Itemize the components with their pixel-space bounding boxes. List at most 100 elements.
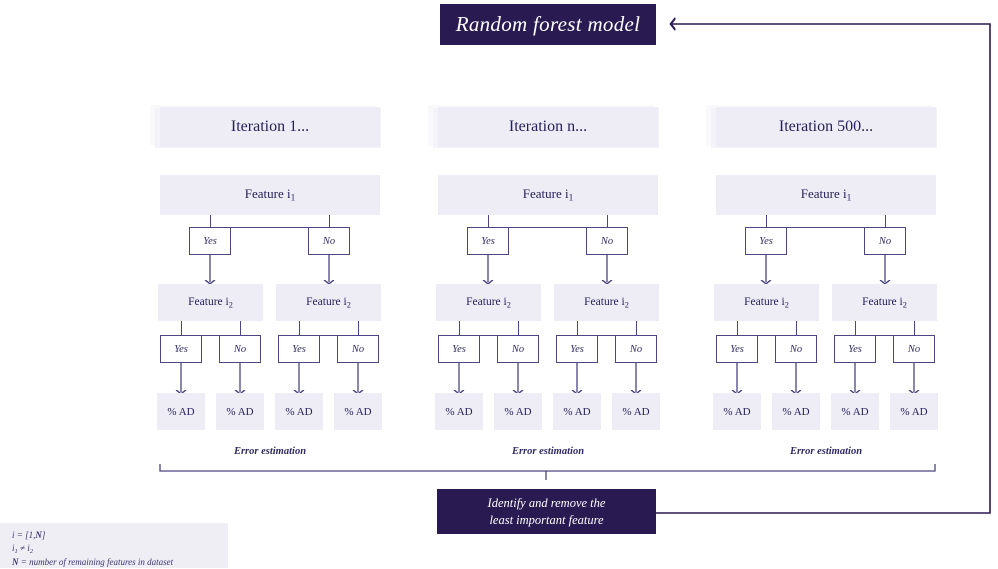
subbranch-label-3-2: No — [789, 343, 803, 355]
branch-no-3: No — [864, 227, 906, 255]
subbranch-3-2: No — [775, 335, 817, 363]
subbranch-2-2: No — [497, 335, 539, 363]
subsplit-1ch — [299, 335, 358, 337]
subsplit-3ch — [855, 335, 914, 337]
subbranch-label-2-1: Yes — [452, 343, 466, 355]
subbranch-2-3: Yes — [556, 335, 598, 363]
leaf-2-2: % AD — [494, 393, 542, 430]
split-line-2h — [488, 227, 607, 229]
split-line-3b — [885, 215, 887, 227]
random-forest-model-label: Random forest model — [455, 12, 641, 36]
subbranch-label-1-4: No — [351, 343, 365, 355]
branch-no-label-2: No — [600, 235, 614, 247]
leaf-2-3: % AD — [553, 393, 601, 430]
feature-i2-label-1b: Feature i2 — [306, 295, 351, 310]
subsplit-3a — [737, 321, 739, 335]
split-line-1h — [210, 227, 329, 229]
split-line-1b — [329, 215, 331, 227]
summary-bracket — [159, 464, 936, 480]
feature-i2-label-2a: Feature i2 — [466, 295, 511, 310]
split-line-3a — [766, 215, 768, 227]
subbranch-label-1-1: Yes — [174, 343, 188, 355]
subsplit-3d — [914, 321, 916, 335]
column-3-arrows — [737, 255, 914, 392]
feature-i2-label-2b: Feature i2 — [584, 295, 629, 310]
subbranch-label-2-4: No — [629, 343, 643, 355]
subsplit-3b — [796, 321, 798, 335]
leaf-label-3-2: % AD — [782, 405, 810, 418]
legend-background — [0, 523, 228, 568]
subbranch-label-1-2: No — [233, 343, 247, 355]
leaf-label-1-2: % AD — [226, 405, 254, 418]
subbranch-label-2-2: No — [511, 343, 525, 355]
subbranch-label-3-3: Yes — [848, 343, 862, 355]
leaf-label-3-4: % AD — [900, 405, 928, 418]
split-line-3h — [766, 227, 885, 229]
feature-i2-box-3a: Feature i2 — [714, 284, 819, 321]
feature-i2-box-1b: Feature i2 — [276, 284, 381, 321]
feature-i1-label-1: Feature i1 — [244, 186, 296, 204]
feature-i1-box-1: Feature i1 — [160, 175, 380, 215]
subbranch-label-1-3: Yes — [292, 343, 306, 355]
subbranch-1-3: Yes — [278, 335, 320, 363]
subbranch-1-2: No — [219, 335, 261, 363]
subsplit-2c — [577, 321, 579, 335]
iteration-header-1: Iteration 1... — [160, 107, 380, 147]
subsplit-2ch — [577, 335, 636, 337]
feature-i1-label-2: Feature i1 — [522, 186, 574, 204]
subbranch-label-2-3: Yes — [570, 343, 584, 355]
leaf-1-4: % AD — [334, 393, 382, 430]
leaf-3-3: % AD — [831, 393, 879, 430]
leaf-1-2: % AD — [216, 393, 264, 430]
iteration-header-3: Iteration 500... — [716, 107, 936, 147]
subsplit-1c — [299, 321, 301, 335]
leaf-label-3-1: % AD — [723, 405, 751, 418]
branch-no-2: No — [586, 227, 628, 255]
branch-yes-1: Yes — [189, 227, 231, 255]
branch-yes-label-2: Yes — [481, 235, 495, 247]
legend-line-3: N = number of remaining features in data… — [12, 557, 174, 568]
iteration-label-2: Iteration n... — [508, 118, 588, 135]
identify-remove-line2: least important feature — [489, 512, 604, 527]
feature-i2-box-2a: Feature i2 — [436, 284, 541, 321]
leaf-label-1-1: % AD — [167, 405, 195, 418]
split-line-2a — [488, 215, 490, 227]
feature-i2-box-3b: Feature i2 — [832, 284, 937, 321]
leaf-1-1: % AD — [157, 393, 205, 430]
identify-remove-feature-box: Identify and remove the least important … — [437, 489, 656, 534]
branch-no-label-3: No — [878, 235, 892, 247]
leaf-label-3-3: % AD — [841, 405, 869, 418]
subsplit-1ah — [181, 335, 240, 337]
subbranch-2-4: No — [615, 335, 657, 363]
leaf-2-4: % AD — [612, 393, 660, 430]
identify-remove-line1: Identify and remove the — [487, 495, 606, 510]
subsplit-2b — [518, 321, 520, 335]
branch-yes-2: Yes — [467, 227, 509, 255]
feature-i1-box-2: Feature i1 — [438, 175, 658, 215]
iteration-label-1: Iteration 1... — [230, 118, 310, 135]
iteration-label-3: Iteration 500... — [778, 118, 874, 135]
column-1-arrows — [181, 255, 358, 392]
leaf-label-2-1: % AD — [445, 405, 473, 418]
split-line-2b — [607, 215, 609, 227]
branch-yes-label-1: Yes — [203, 235, 217, 247]
leaf-2-1: % AD — [435, 393, 483, 430]
subsplit-2ah — [459, 335, 518, 337]
feature-i2-label-3b: Feature i2 — [862, 295, 907, 310]
subbranch-3-4: No — [893, 335, 935, 363]
subsplit-3ah — [737, 335, 796, 337]
subbranch-label-3-4: No — [907, 343, 921, 355]
feature-i2-label-3a: Feature i2 — [744, 295, 789, 310]
random-forest-model-box: Random forest model — [440, 4, 656, 45]
legend-text: i = [1,N] i1 ≠ i2 N = number of remainin… — [12, 529, 173, 569]
subsplit-3c — [855, 321, 857, 335]
subsplit-2a — [459, 321, 461, 335]
subsplit-1d — [358, 321, 360, 335]
error-estimation-label-2: Error estimation — [511, 446, 585, 457]
feature-i1-label-3: Feature i1 — [800, 186, 852, 204]
branch-no-1: No — [308, 227, 350, 255]
error-estimation-label-1: Error estimation — [233, 446, 307, 457]
feature-i2-box-2b: Feature i2 — [554, 284, 659, 321]
leaf-label-2-3: % AD — [563, 405, 591, 418]
leaf-label-1-4: % AD — [344, 405, 372, 418]
